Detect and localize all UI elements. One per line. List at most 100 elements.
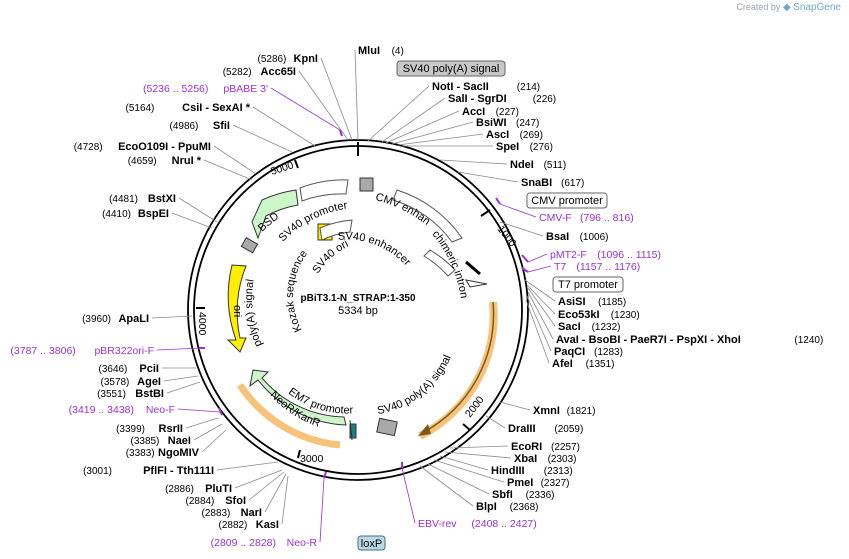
enzyme-connector xyxy=(525,299,550,364)
sv40-polya-right-label: SV40 poly(A) signal xyxy=(376,353,453,417)
enzyme-connector xyxy=(163,375,199,382)
ori-arrow xyxy=(226,264,247,353)
kozak-bar xyxy=(465,260,481,276)
primer-mark-cmvf xyxy=(495,197,501,205)
primer-label: pMT2-F xyxy=(550,249,587,261)
enzyme-label: SbfI xyxy=(492,489,513,501)
enzyme-connector xyxy=(252,106,316,147)
enzyme-label: MluI xyxy=(358,45,380,57)
tick-5000 xyxy=(294,159,299,169)
enzyme-position: (3960) xyxy=(82,314,111,325)
enzyme-position: (3001) xyxy=(83,466,112,477)
enzyme-label: NotI - SacII xyxy=(432,81,489,93)
t7-promoter-text: T7 promoter xyxy=(558,279,618,291)
enzyme-connector xyxy=(526,284,556,315)
enzyme-position: (2883) xyxy=(201,508,230,519)
enzyme-label: SalI - SgrDI xyxy=(448,93,507,105)
loxp-mark xyxy=(349,419,353,441)
enzyme-label: PaqCI xyxy=(554,346,585,358)
enzyme-position: (1283) xyxy=(594,347,623,358)
enzyme-position: (2882) xyxy=(218,520,247,531)
primer-connector xyxy=(527,253,548,263)
enzyme-position: (4410) xyxy=(102,209,131,220)
enzyme-position: (269) xyxy=(520,130,543,141)
enzyme-label: SfoI xyxy=(225,495,246,507)
primer-label: Neo-F xyxy=(146,404,175,416)
enzyme-connector xyxy=(178,197,218,223)
enzyme-position: (2303) xyxy=(548,454,577,465)
primer-range: (3419 .. 3438) xyxy=(69,404,134,416)
snapgene-logo: ◆ xyxy=(782,2,791,13)
primer-connector xyxy=(319,477,325,543)
sv40-enhancer-arrow xyxy=(319,219,353,241)
tick-1000 xyxy=(480,209,491,217)
enzyme-label: HindIII xyxy=(491,465,525,477)
t7-promoter-tag: T7 promoter xyxy=(552,276,624,293)
enzyme-connector xyxy=(203,159,253,181)
enzyme-label: BsiWI xyxy=(476,117,507,129)
label-connectors xyxy=(151,49,556,543)
loxp-tag: loxP xyxy=(357,535,386,551)
enzyme-labels-left: KpnI(5286)Acc65I(5282)CsiI - SexAI *(516… xyxy=(74,53,318,531)
enzyme-position: (2257) xyxy=(551,442,580,453)
enzyme-connector xyxy=(485,415,506,429)
enzyme-label: NarI xyxy=(241,507,262,519)
enzyme-connector xyxy=(320,57,353,141)
enzyme-label: KpnI xyxy=(294,53,318,65)
sv40-promoter-arrow xyxy=(299,179,349,202)
enzyme-position: (1185) xyxy=(598,297,626,308)
enzyme-position: (1240) xyxy=(794,335,823,346)
enzyme-connector xyxy=(524,279,556,302)
primer-range: (1157 .. 1176) xyxy=(576,261,640,273)
enzyme-connector xyxy=(449,445,509,449)
enzyme-label: ApaLI xyxy=(118,313,149,325)
enzyme-label: RsrII xyxy=(159,423,183,435)
enzyme-position: (1821) xyxy=(567,406,596,417)
enzyme-connector xyxy=(232,124,293,153)
enzyme-position: (3551) xyxy=(97,389,126,400)
enzyme-connector xyxy=(397,133,484,146)
cmv-enhancer-arrow xyxy=(392,189,463,243)
primer-range: (5236 .. 5256) xyxy=(143,83,208,95)
enzyme-position: (3385) xyxy=(130,436,159,447)
enzyme-label: NruI * xyxy=(172,155,202,167)
ori-label: ori xyxy=(231,305,243,317)
enzyme-label: Acc65I xyxy=(261,66,296,78)
enzyme-label: NdeI xyxy=(510,159,534,171)
snapgene-credit: Created by ◆ SnapGene xyxy=(736,2,841,13)
enzyme-position: (3383) xyxy=(126,448,155,459)
primer-mark-t7 xyxy=(521,267,529,273)
enzyme-connector xyxy=(367,85,430,142)
enzyme-label: KasI xyxy=(256,519,279,531)
enzyme-position: (276) xyxy=(530,142,553,153)
enzyme-label: BsaI xyxy=(546,231,569,243)
enzyme-connector xyxy=(298,70,349,141)
enzyme-connector xyxy=(354,49,359,141)
enzyme-label: AsiSI xyxy=(558,296,586,308)
enzyme-position: (4481) xyxy=(109,194,138,205)
enzyme-position: (4) xyxy=(392,46,404,57)
enzyme-connector xyxy=(419,465,474,507)
tick-label-3000: 3000 xyxy=(300,453,324,465)
enzyme-connector xyxy=(193,423,223,441)
enzyme-label: SacI xyxy=(558,321,581,333)
enzyme-position: (227) xyxy=(496,107,519,118)
enzyme-label: EcoRI xyxy=(511,441,542,453)
enzyme-label: BspEI xyxy=(138,208,169,220)
primer-label: pBABE 3' xyxy=(223,83,268,95)
enzyme-position: (1006) xyxy=(580,232,609,243)
enzyme-position: (5282) xyxy=(223,67,252,78)
enzyme-position: (3578) xyxy=(100,377,129,388)
enzyme-label: SnaBI xyxy=(521,177,552,189)
enzyme-connector xyxy=(201,429,227,453)
enzyme-position: (2059) xyxy=(554,424,583,435)
enzyme-connector xyxy=(216,461,279,471)
enzyme-connector xyxy=(439,455,489,471)
enzyme-connector xyxy=(385,110,460,144)
primer-mark-pbabe xyxy=(339,129,343,137)
enzyme-position: (247) xyxy=(516,118,539,129)
primer-label: T7 xyxy=(554,261,566,273)
primer-mark-neof xyxy=(218,407,223,416)
tick-label-4000: 4000 xyxy=(196,312,208,336)
enzyme-position: (617) xyxy=(561,178,584,189)
